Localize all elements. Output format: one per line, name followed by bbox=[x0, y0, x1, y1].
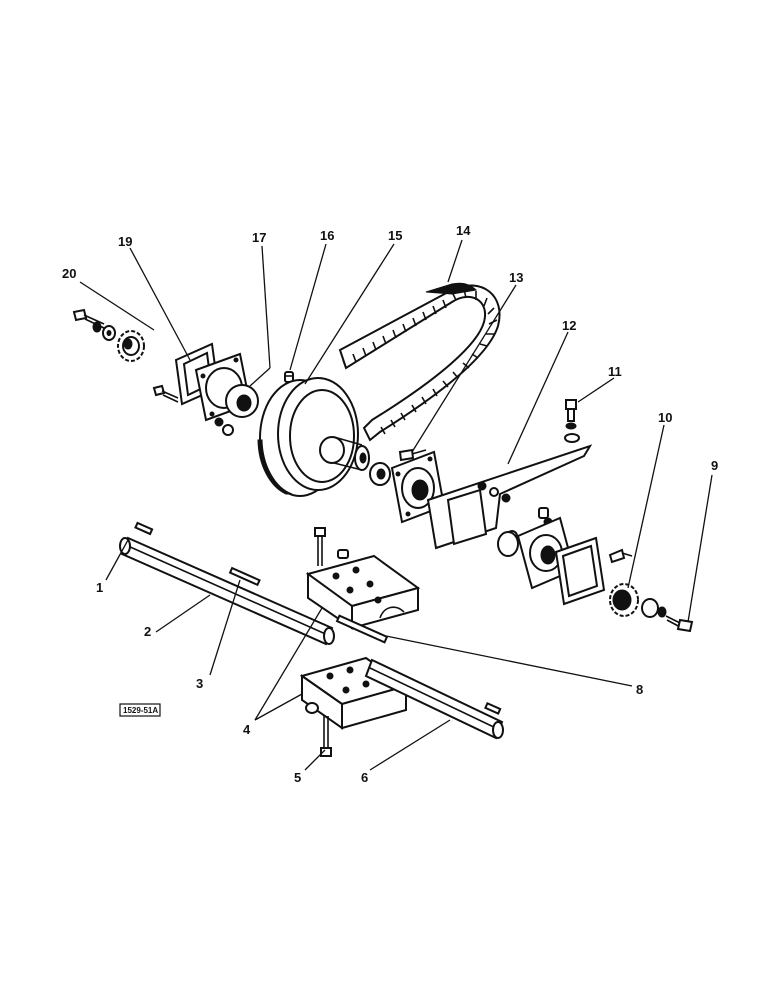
pulley bbox=[257, 377, 370, 497]
left-bearing-flange bbox=[194, 352, 259, 436]
right-sprocket bbox=[609, 583, 667, 618]
callout-4: 4 bbox=[243, 722, 251, 737]
callout-10: 10 bbox=[658, 410, 672, 425]
callout-1: 1 bbox=[96, 580, 103, 595]
shaft-key bbox=[228, 566, 261, 587]
top-block bbox=[305, 554, 421, 630]
callout-3: 3 bbox=[196, 676, 203, 691]
callout-13: 13 bbox=[509, 270, 523, 285]
right-bolt bbox=[665, 615, 694, 633]
key-long bbox=[335, 614, 389, 644]
callout-labels: 1 2 3 4 5 6 8 9 10 11 12 13 14 15 16 17 … bbox=[62, 223, 718, 785]
timing-belt bbox=[338, 282, 501, 442]
top-block-bolt bbox=[314, 527, 349, 566]
callout-20: 20 bbox=[62, 266, 76, 281]
callout-16: 16 bbox=[320, 228, 334, 243]
left-screw bbox=[152, 384, 179, 403]
plate-nuts bbox=[477, 481, 511, 503]
callout-12: 12 bbox=[562, 318, 576, 333]
leader-lines bbox=[79, 239, 713, 771]
callout-6: 6 bbox=[361, 770, 368, 785]
right-small-parts bbox=[497, 507, 553, 557]
left-sprocket bbox=[117, 330, 145, 362]
figure-reference: 1529-51A bbox=[119, 703, 161, 717]
left-washers bbox=[92, 321, 116, 341]
upper-shaft bbox=[119, 521, 335, 646]
callout-19: 19 bbox=[118, 234, 132, 249]
figure-reference-text: 1529-51A bbox=[123, 706, 158, 715]
top-bolt bbox=[564, 399, 580, 443]
callout-2: 2 bbox=[144, 624, 151, 639]
mounting-plate bbox=[426, 444, 593, 550]
lower-shaft bbox=[364, 658, 504, 740]
callout-9: 9 bbox=[711, 458, 718, 473]
lower-block-bolt bbox=[320, 716, 332, 757]
callout-11: 11 bbox=[608, 364, 622, 379]
callout-5: 5 bbox=[294, 770, 301, 785]
callout-8: 8 bbox=[636, 682, 643, 697]
bearing-nut bbox=[369, 448, 427, 486]
callout-15: 15 bbox=[388, 228, 402, 243]
callout-17: 17 bbox=[252, 230, 266, 245]
right-gasket bbox=[554, 536, 606, 606]
right-screw bbox=[608, 548, 633, 564]
callout-14: 14 bbox=[456, 223, 471, 238]
